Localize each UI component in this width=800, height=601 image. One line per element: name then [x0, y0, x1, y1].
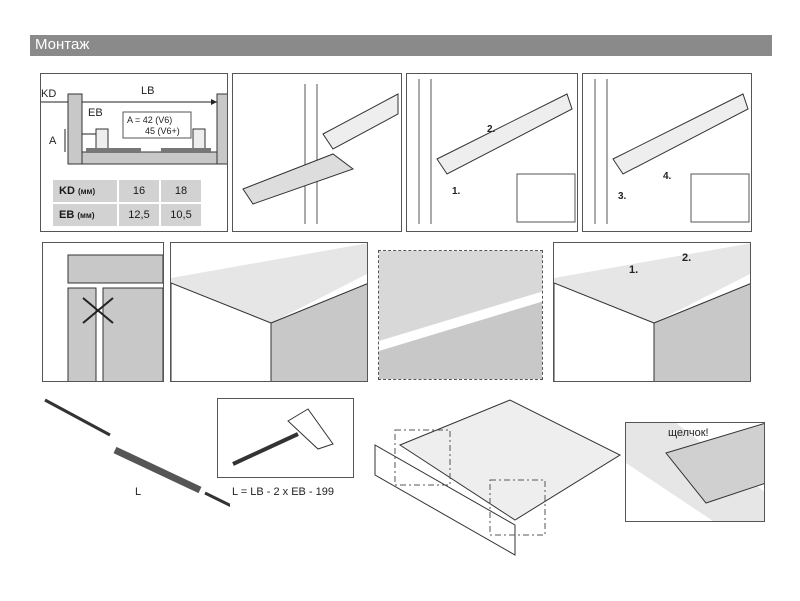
length-label: L	[135, 486, 141, 498]
panel-cut-rod	[217, 398, 354, 478]
svg-text:1.: 1.	[629, 264, 638, 276]
panel-wrong-position	[42, 242, 164, 382]
table-row: KD (мм) 16 18	[53, 180, 201, 202]
svg-text:2.: 2.	[487, 124, 496, 135]
table-row: EB (мм) 12,5 10,5	[53, 204, 201, 226]
eb-label: EB	[88, 107, 103, 119]
panel-dimensions: KD LB EB A A = 42 (V6) 45 (V6+) KD (мм) …	[40, 73, 228, 232]
svg-text:1.: 1.	[452, 186, 461, 197]
a-label: A	[49, 135, 57, 147]
synchro-rod-drawing: L	[44, 398, 230, 507]
click-callout: щелчок!	[668, 427, 709, 439]
panel-step-insert-clip	[232, 73, 402, 232]
panel-step-1-2: 1. 2.	[406, 73, 578, 232]
kd-label: KD	[41, 88, 56, 100]
panel-press-front: 1. 2.	[553, 242, 751, 382]
svg-text:2.: 2.	[682, 252, 691, 264]
panel-click-detail	[625, 422, 765, 522]
dimension-table: KD (мм) 16 18 EB (мм) 12,5 10,5	[51, 178, 203, 228]
panel-attach-front-bracket	[170, 242, 368, 382]
panel-step-3-4: 3. 4.	[582, 73, 752, 232]
dimension-drawing: KD LB EB A A = 42 (V6) 45 (V6+)	[41, 85, 227, 165]
panel-detail-zoom	[378, 250, 543, 380]
a-note-line1: A = 42 (V6)	[127, 115, 172, 125]
rod-length-formula: L = LB - 2 x EB - 199	[232, 486, 335, 498]
svg-text:3.: 3.	[618, 191, 627, 202]
section-header: Монтаж	[30, 35, 772, 56]
lb-label: LB	[141, 85, 154, 97]
drawer-drawing	[374, 399, 622, 556]
section-title: Монтаж	[35, 36, 90, 53]
svg-text:4.: 4.	[663, 171, 672, 182]
a-note-line2: 45 (V6+)	[145, 126, 180, 136]
